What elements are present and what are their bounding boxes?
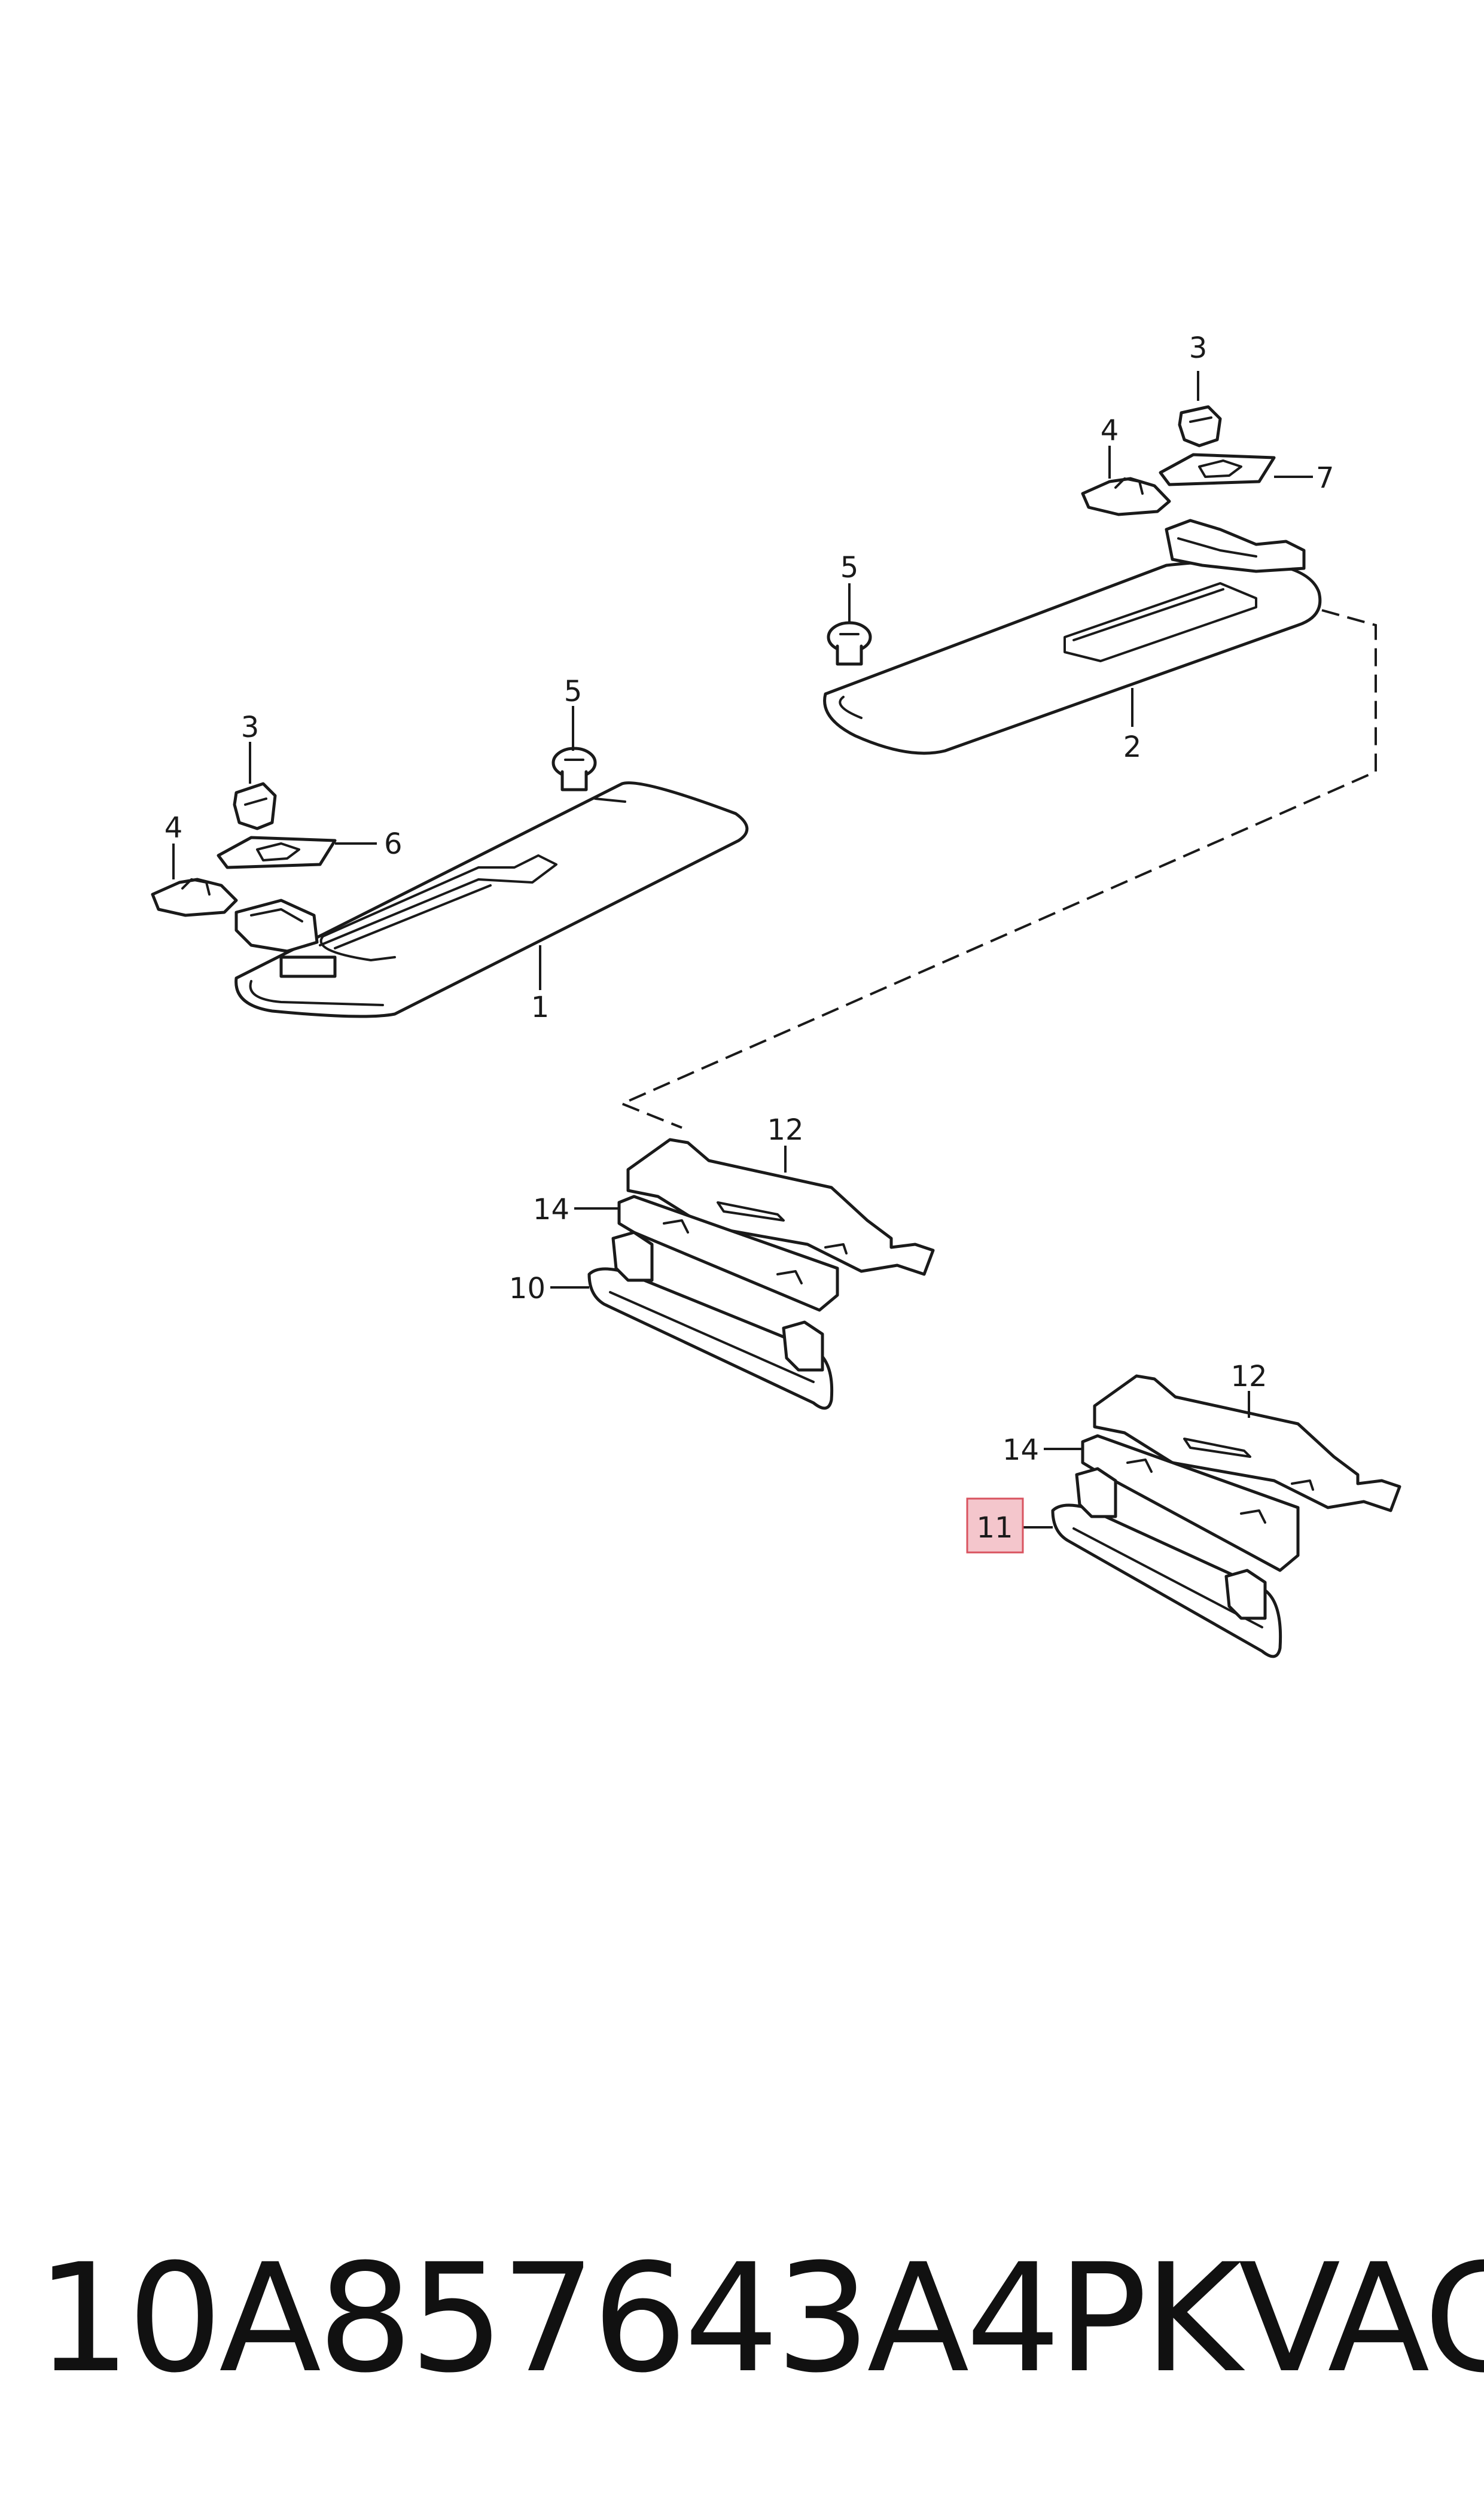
trim-strip-14-upper[interactable] (617, 1195, 839, 1312)
callout-6: 6 (384, 827, 403, 861)
grab-handle-11[interactable] (1051, 1467, 1282, 1658)
callout-5-right: 5 (840, 551, 859, 584)
callout-labels: 1 2 3 3 4 4 5 5 6 7 10 11 12 12 14 14 (164, 331, 1334, 1545)
screw-5-left[interactable] (551, 747, 597, 791)
callout-11: 11 (976, 1511, 1013, 1545)
brand-label: VAG (1238, 2231, 1484, 2406)
callout-14-lower: 14 (1002, 1433, 1039, 1467)
trim-strip-14-lower[interactable] (1081, 1434, 1300, 1572)
part-number: 10A857643A4PK (36, 2231, 1242, 2406)
sun-visor-right[interactable] (823, 559, 1322, 755)
callout-14-upper: 14 (533, 1193, 569, 1226)
leader-lines (172, 371, 1313, 1529)
callout-12-lower: 12 (1230, 1360, 1267, 1393)
sun-visor-left[interactable] (234, 781, 749, 1018)
callout-11-highlight (966, 1497, 1024, 1554)
bracket-7[interactable] (1159, 453, 1276, 486)
callout-4-right: 4 (1101, 414, 1119, 447)
clip-3-right[interactable] (1178, 405, 1222, 447)
cap-4-left[interactable] (151, 878, 238, 917)
callout-10: 10 (509, 1272, 546, 1305)
callout-4-left: 4 (164, 811, 183, 845)
bracket-6[interactable] (217, 836, 337, 869)
callout-12-upper: 12 (767, 1113, 803, 1147)
grab-handle-10[interactable] (587, 1231, 834, 1410)
visor-mount-right[interactable] (1165, 519, 1306, 573)
dashed-connection-lines (618, 609, 1377, 1129)
cap-4-right[interactable] (1081, 477, 1171, 516)
callout-2: 2 (1123, 730, 1142, 764)
callout-3-left: 3 (241, 711, 260, 744)
visor-mount-left[interactable] (234, 899, 319, 953)
part-number-footer: 10A857643A4PK VAG (36, 2219, 1484, 2417)
screw-5-right[interactable] (827, 621, 872, 666)
callout-1: 1 (531, 991, 550, 1024)
callout-3-right: 3 (1189, 331, 1208, 365)
callout-7: 7 (1316, 461, 1334, 495)
clip-3-left[interactable] (233, 782, 277, 830)
callout-5-left: 5 (564, 675, 583, 708)
